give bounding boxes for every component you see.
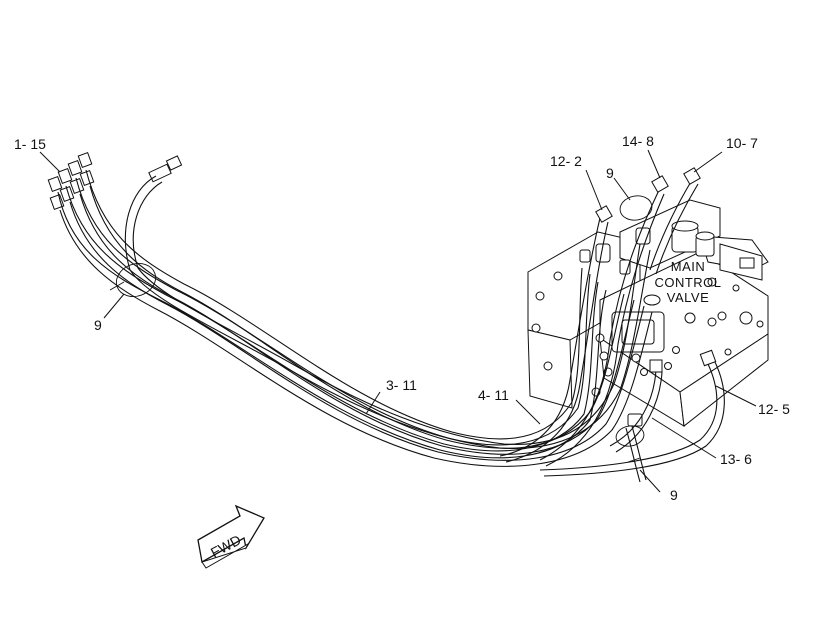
valve-label-control: CONTROL (654, 275, 721, 290)
callout-12-5: 12- 5 (758, 401, 790, 417)
callout-1-15: 1- 15 (14, 136, 46, 152)
leader-lines (39, 149, 757, 493)
callout-9-left: 9 (94, 317, 102, 333)
left-hose-fittings (47, 152, 183, 210)
forward-arrow-icon: FWD (197, 504, 265, 569)
callout-9-top: 9 (606, 165, 614, 181)
callout-4-11: 4- 11 (478, 387, 509, 403)
valve-label-main: MAIN (671, 259, 706, 274)
valve-top-fittings (595, 167, 717, 373)
hose-bundle (57, 169, 725, 483)
callout-12-2: 12- 2 (550, 153, 582, 169)
callout-9-bottom: 9 (670, 487, 678, 503)
hose-clamps (109, 195, 653, 463)
callout-3-11: 3- 11 (386, 377, 417, 393)
callout-10-7: 10- 7 (726, 135, 758, 151)
callout-14-8: 14- 8 (622, 133, 654, 149)
callout-13-6: 13- 6 (720, 451, 752, 467)
valve-label-valve: VALVE (667, 290, 709, 305)
